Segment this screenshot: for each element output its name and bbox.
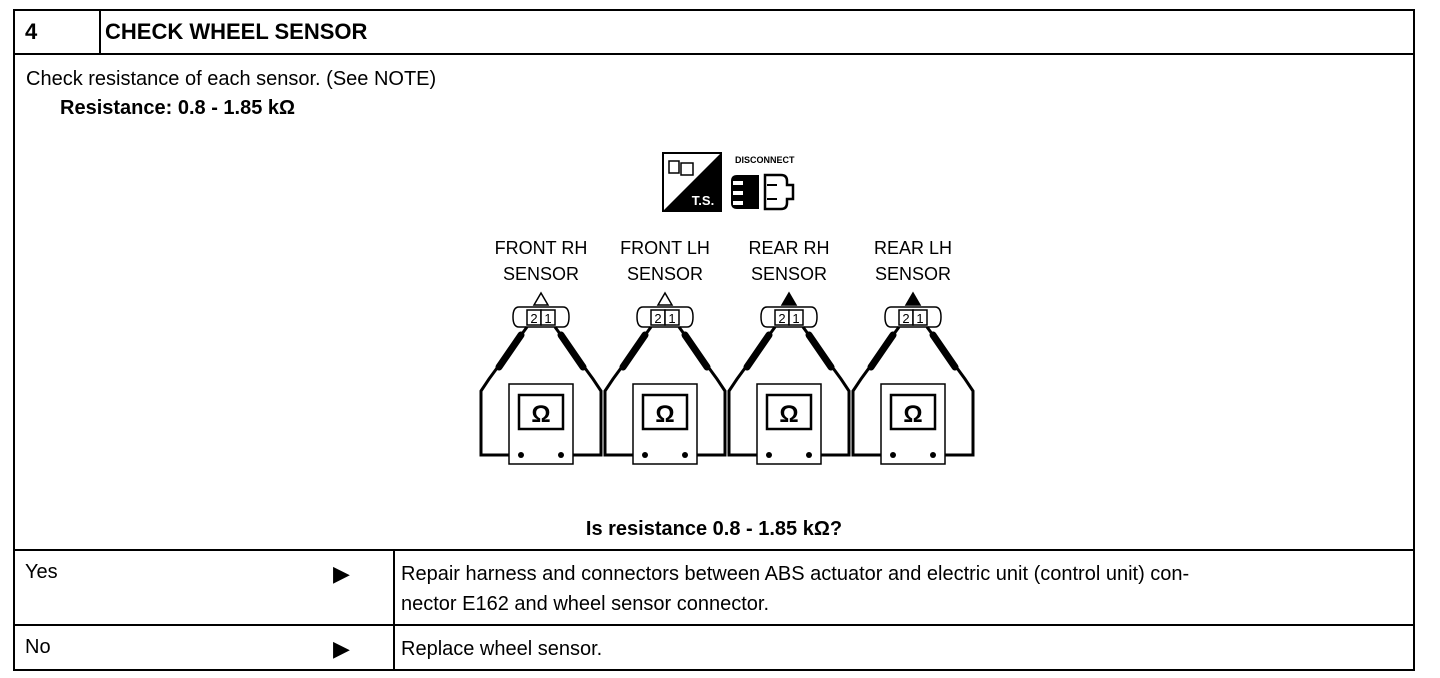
procedure-table: 4 CHECK WHEEL SENSOR Check resistance of… bbox=[13, 9, 1415, 671]
step-title: CHECK WHEEL SENSOR bbox=[105, 19, 368, 44]
sensor-label-line1: FRONT RH bbox=[495, 238, 588, 258]
answer-result-yes: Repair harness and connectors between AB… bbox=[401, 563, 1190, 615]
instruction-text: Check resistance of each sensor. (See NO… bbox=[26, 68, 437, 90]
connector-marker bbox=[532, 291, 550, 306]
ts-label: T.S. bbox=[692, 193, 714, 208]
step-number: 4 bbox=[15, 11, 101, 53]
answer-result-no: Replace wheel sensor. bbox=[401, 638, 603, 660]
arrow-right-icon: ▶ bbox=[333, 636, 350, 661]
pin-number: 2 bbox=[654, 311, 661, 326]
pin-number: 1 bbox=[792, 311, 799, 326]
pin-number: 1 bbox=[544, 311, 551, 326]
tool-symbol-icon: T.S. bbox=[662, 152, 722, 212]
pin-number: 2 bbox=[530, 311, 537, 326]
sensor-label-line2: SENSOR bbox=[751, 264, 827, 284]
question-text: Is resistance 0.8 - 1.85 kΩ? bbox=[585, 518, 843, 540]
resistance-spec: Resistance: 0.8 - 1.85 kΩ bbox=[60, 97, 296, 119]
sensor-label-line1: REAR RH bbox=[748, 238, 829, 258]
disconnect-label: DISCONNECT bbox=[735, 155, 795, 165]
sensor-label-line2: SENSOR bbox=[627, 264, 703, 284]
step-header: 4 CHECK WHEEL SENSOR bbox=[15, 11, 1413, 55]
sensor-label-line1: REAR LH bbox=[874, 238, 952, 258]
answer-label-yes: Yes bbox=[25, 561, 58, 583]
sensor-label-line1: FRONT LH bbox=[620, 238, 710, 258]
answer-row-yes: Yes ▶ Repair harness and connectors betw… bbox=[15, 549, 1413, 624]
sensor-label-line2: SENSOR bbox=[875, 264, 951, 284]
pin-number: 1 bbox=[916, 311, 923, 326]
ohm-icon: Ω bbox=[531, 401, 550, 428]
answer-label-no: No bbox=[25, 636, 51, 658]
sensor-label-line2: SENSOR bbox=[503, 264, 579, 284]
pin-number: 2 bbox=[778, 311, 785, 326]
pin-number: 2 bbox=[902, 311, 909, 326]
pin-number: 1 bbox=[668, 311, 675, 326]
ohm-icon: Ω bbox=[903, 401, 922, 428]
disconnect-icon: DISCONNECT bbox=[731, 155, 795, 211]
ohm-icon: Ω bbox=[779, 401, 798, 428]
ohm-icon: Ω bbox=[655, 401, 674, 428]
connector-marker bbox=[656, 291, 674, 306]
connector-marker bbox=[904, 291, 922, 306]
answer-row-no: No ▶ Replace wheel sensor. bbox=[15, 624, 1413, 671]
connector-marker bbox=[780, 291, 798, 306]
arrow-right-icon: ▶ bbox=[333, 561, 350, 586]
